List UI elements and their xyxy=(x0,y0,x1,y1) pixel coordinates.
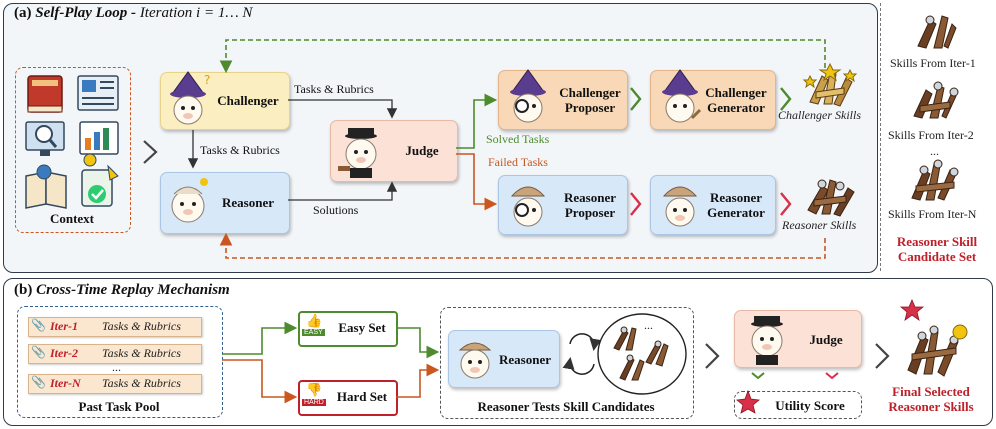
solutions-label: Solutions xyxy=(313,203,359,217)
easy-set-label: Easy Set xyxy=(338,320,386,335)
tasks-rubrics-top-label: Tasks & Rubrics xyxy=(294,82,374,96)
reasoner-generator-alpaca-icon xyxy=(662,186,698,227)
hard-badge: HARD xyxy=(302,399,326,406)
final-skills-icon xyxy=(899,298,968,377)
challenger-label: Challenger xyxy=(217,93,279,108)
context-label: Context xyxy=(49,211,95,226)
failed-tasks-label: Failed Tasks xyxy=(488,155,548,169)
pool-row-iter1 xyxy=(28,317,202,337)
pool-iter1-label: Iter-1 xyxy=(50,319,78,333)
challenger-skills-label: Challenger Skills xyxy=(778,108,861,122)
past-task-pool-box xyxy=(17,306,223,418)
newspaper-icon xyxy=(77,75,119,111)
chevron-right-icon xyxy=(143,140,158,164)
cross-time-title: (b) Cross-Time Replay Mechanism xyxy=(14,282,230,298)
bubble-dots: ... xyxy=(644,318,653,332)
reasoner-skills-icon xyxy=(807,179,855,217)
iterN-label: Skills From Iter-N xyxy=(888,207,977,221)
iter1-label: Skills From Iter-1 xyxy=(890,56,976,70)
reasoner-tests-reasoner-label: Reasoner xyxy=(499,352,551,367)
reasoner-tests-alpaca-icon xyxy=(458,342,492,379)
pool-row-iterN xyxy=(28,374,202,394)
svg-text:?: ? xyxy=(204,73,210,87)
tasks-rubrics-mid-label: Tasks & Rubrics xyxy=(200,143,280,157)
context-icons xyxy=(25,75,119,209)
pool-iter2-label: Iter-2 xyxy=(50,346,78,360)
self-play-title: (a) Self-Play Loop - Iteration i = 1… N xyxy=(14,5,253,21)
judge-b-alpaca-icon xyxy=(751,316,783,365)
self-play-connectors xyxy=(187,39,826,259)
reasoner-skills-label: Reasoner Skills xyxy=(782,218,857,232)
pool-row-iter2 xyxy=(28,344,202,364)
reasoner-tests-box xyxy=(440,307,694,419)
clipboard-check-icon xyxy=(81,164,119,207)
bar-chart-icon xyxy=(79,121,119,167)
pool-iterN-label: Iter-N xyxy=(50,376,81,390)
hard-set-box xyxy=(298,380,398,416)
iter2-skills-icon xyxy=(913,81,959,119)
iter2-label: Skills From Iter-2 xyxy=(888,128,974,142)
reasoner-tests-label: Reasoner Tests Skill Candidates xyxy=(477,399,655,414)
past-task-pool-label: Past Task Pool xyxy=(78,399,160,414)
pool-iter1-text: Tasks & Rubrics xyxy=(102,319,181,333)
judge-b-label: Judge xyxy=(809,332,843,347)
pool-iterN-text: Tasks & Rubrics xyxy=(102,376,181,390)
reasoner-alpaca-icon xyxy=(171,178,208,223)
skill-candidate-panel xyxy=(880,3,992,271)
challenger-skills-icon xyxy=(802,62,858,107)
reasoner-proposer-alpaca-icon xyxy=(510,186,546,227)
skill-candidates-icon xyxy=(613,326,669,381)
thumbs-down-icon: 👎 xyxy=(306,382,323,397)
hard-set-label: Hard Set xyxy=(336,389,388,404)
book-icon xyxy=(27,75,63,113)
reasoner-box xyxy=(160,172,290,234)
paperclip-icon: 📎 xyxy=(31,375,46,389)
monitor-search-icon xyxy=(25,121,65,156)
easy-badge: EASY xyxy=(302,329,325,336)
paperclip-icon: 📎 xyxy=(31,318,46,332)
pool-dots: ... xyxy=(112,360,121,374)
paperclip-icon: 📎 xyxy=(31,345,46,359)
challenger-alpaca-icon: ? xyxy=(170,71,210,125)
utility-score-box xyxy=(734,391,862,419)
reasoner-label: Reasoner xyxy=(222,195,274,210)
context-box xyxy=(15,67,131,233)
iter-dots: ... xyxy=(930,144,939,158)
utility-score-label: Utility Score xyxy=(775,398,845,413)
cross-time-connectors xyxy=(222,313,890,414)
challenger-proposer-alpaca-icon xyxy=(510,69,546,123)
open-book-icon xyxy=(25,164,67,209)
challenger-generator-alpaca-icon xyxy=(662,69,702,123)
thumbs-up-icon: 👍 xyxy=(306,313,323,328)
judge-alpaca-icon xyxy=(338,128,377,178)
solved-tasks-label: Solved Tasks xyxy=(486,132,550,146)
pool-iter2-text: Tasks & Rubrics xyxy=(102,346,181,360)
iter1-skills-icon xyxy=(917,15,957,49)
iterN-skills-icon xyxy=(911,159,959,201)
judge-label: Judge xyxy=(405,143,439,158)
